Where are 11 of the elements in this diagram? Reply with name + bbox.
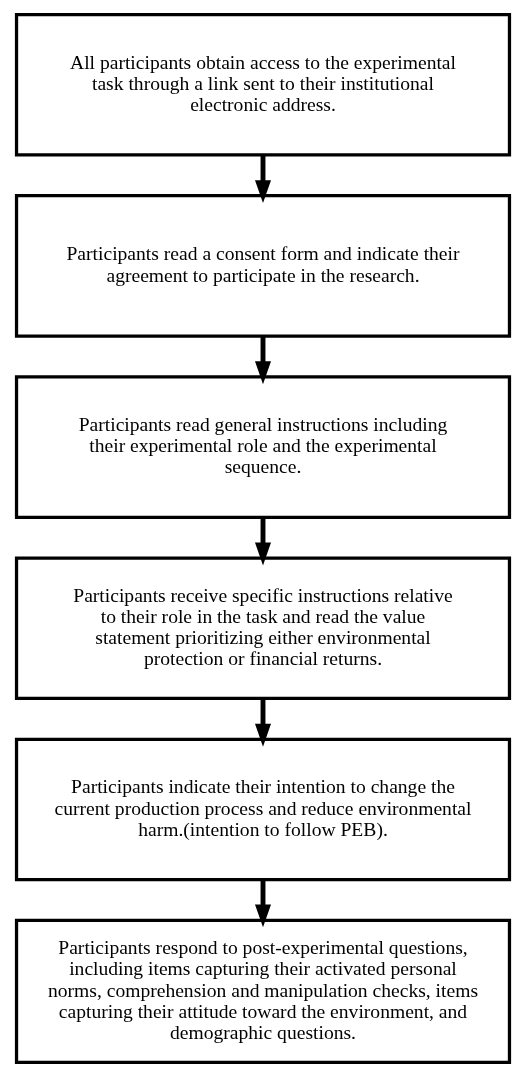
node-box: All participants obtain access to the experimental task through a link sent to their institutional electronic address. [14, 12, 511, 157]
node-box: Participants read a consent form and indicate their agreement to participate in the research. [14, 194, 511, 338]
arrow [254, 155, 271, 204]
arrow [254, 698, 271, 747]
node-box: Participants read general instructions including their experimental role and the experimental sequence. [14, 375, 511, 519]
node-box: Participants receive specific instructions relative to their role in the task and read the value statement prioritizing either environmental protection or financial returns. [14, 556, 511, 701]
arrow [254, 336, 271, 385]
node-box: Participants respond to post-experimental questions, including items capturing their activated personal norms, comprehension and manipulation checks, items capturing their attitude toward the environment, and demographic questions. [14, 918, 511, 1065]
node-box: Participants indicate their intention to change the current production process and reduce environmental harm.(intention to follow PEB). [14, 737, 511, 882]
arrow [254, 517, 271, 566]
arrow [254, 879, 271, 928]
